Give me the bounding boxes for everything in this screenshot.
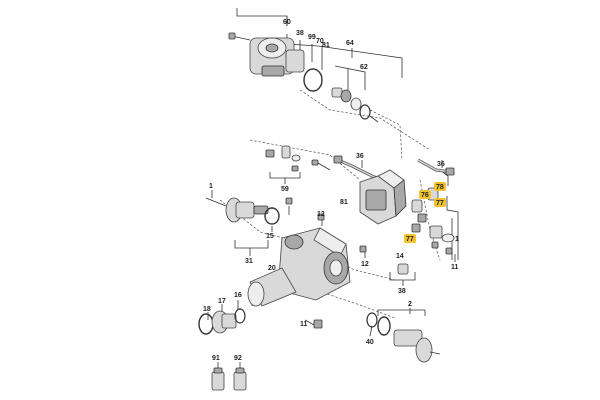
label-77: 77 — [436, 200, 444, 207]
label-1-b: 1 — [455, 236, 459, 243]
highlight-badges — [404, 182, 446, 243]
label-62: 62 — [360, 64, 368, 71]
bolt-part — [359, 245, 367, 253]
control-unit-part — [359, 169, 407, 225]
label-11: 11 — [451, 264, 459, 271]
electric-motor-part — [228, 32, 305, 77]
label-16: 16 — [234, 292, 242, 299]
label-76: 76 — [421, 192, 429, 199]
label-64: 64 — [346, 40, 354, 47]
pipe-right-part — [417, 158, 455, 176]
label-60: 60 — [283, 19, 291, 26]
label-14: 14 — [396, 253, 404, 260]
label-15: 15 — [266, 233, 274, 240]
input-flange-part — [205, 197, 280, 225]
label-31: 31 — [245, 258, 253, 265]
bolt-group-part — [265, 145, 331, 172]
o-ring-part — [303, 68, 323, 92]
label-59: 59 — [281, 186, 289, 193]
label-38-b: 38 — [398, 288, 406, 295]
label-12-b: 12 — [361, 261, 369, 268]
bolt-part — [317, 213, 325, 221]
label-1: 1 — [209, 183, 213, 190]
label-92: 92 — [234, 355, 242, 362]
bolt-part — [285, 197, 293, 205]
highlight-77-badge — [434, 198, 446, 207]
callout-labels: 60 38 99 70 81 64 62 36 36 1 1 12 12 59 … — [203, 19, 459, 362]
label-91: 91 — [212, 355, 220, 362]
label-70: 70 — [316, 38, 324, 45]
parts — [198, 32, 455, 391]
label-99: 99 — [308, 34, 316, 41]
plug-part — [397, 263, 409, 275]
label-36-right: 36 — [437, 161, 445, 168]
label-11-b: 11 — [300, 321, 308, 328]
seal-assembly-part — [331, 87, 379, 123]
output-flange-right-part — [366, 312, 441, 363]
label-38: 38 — [296, 30, 304, 37]
differential-housing-part — [247, 227, 351, 307]
sensor-part — [429, 225, 455, 255]
highlight-78-badge — [434, 182, 446, 191]
label-81-b: 81 — [340, 199, 348, 206]
highlight-76-badge — [419, 190, 431, 199]
label-17: 17 — [218, 298, 226, 305]
label-36: 36 — [356, 153, 364, 160]
oil-bottle-part — [211, 367, 247, 391]
label-40: 40 — [366, 339, 374, 346]
label-78: 78 — [436, 184, 444, 191]
label-2: 2 — [408, 301, 412, 308]
label-12: 12 — [317, 211, 325, 218]
label-18: 18 — [203, 306, 211, 313]
bolt-part — [313, 319, 323, 329]
label-20: 20 — [268, 265, 276, 272]
label-81: 81 — [322, 42, 330, 49]
label-77-b: 77 — [406, 236, 414, 243]
highlight-77b-badge — [404, 234, 416, 243]
output-flange-left-part — [198, 308, 246, 335]
